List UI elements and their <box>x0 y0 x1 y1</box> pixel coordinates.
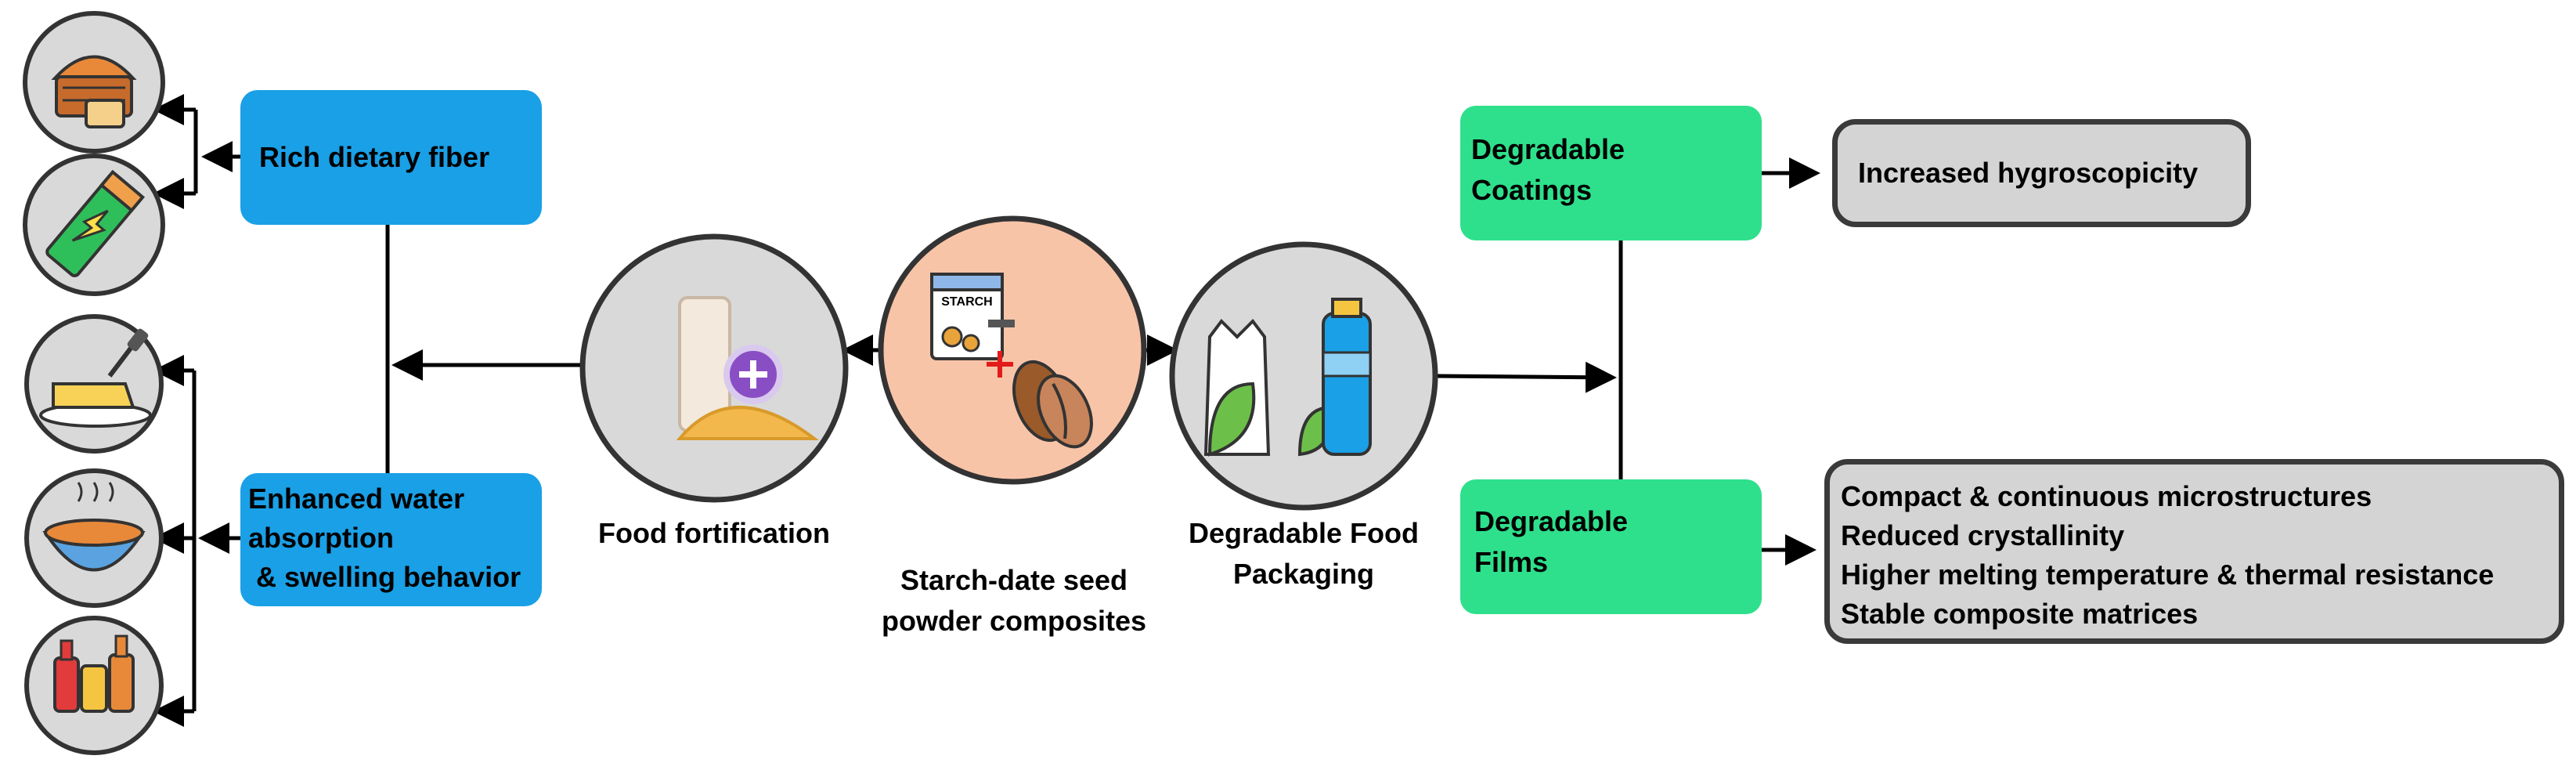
degradable-films-box: Degradable Films <box>1460 479 1762 614</box>
center-label: Starch-date seed powder composites <box>846 560 1182 642</box>
films-outcomes-box: Compact & continuous microstructures Red… <box>1824 459 2564 644</box>
arrow-packaging-to-right <box>1434 361 1617 393</box>
center-label-line2: powder composites <box>881 605 1147 637</box>
food-fortification-label: Food fortification <box>598 517 830 549</box>
packaging-label-line2: Packaging <box>1232 558 1375 590</box>
degradable-coatings-box: Degradable Coatings <box>1460 106 1762 240</box>
water-absorption-line1: Enhanced water <box>248 483 465 515</box>
packaging-circle <box>1169 241 1438 511</box>
hygroscopicity-box: Increased hygroscopicity <box>1832 119 2251 227</box>
food-fortification-circle <box>579 233 849 503</box>
coatings-line2: Coatings <box>1471 174 1593 206</box>
soup-bowl-icon <box>24 468 164 608</box>
films-line2: Films <box>1474 546 1549 578</box>
packaging-label: Degradable Food Packaging <box>1159 513 1449 595</box>
packaging-label-line1: Degradable Food <box>1188 517 1420 549</box>
starch-tag: STARCH <box>941 295 992 309</box>
plus-sign-icon <box>987 351 1013 378</box>
rich-dietary-fiber-label: Rich dietary fiber <box>259 141 490 173</box>
water-absorption-line3: & swelling behavior <box>248 561 521 593</box>
center-label-line1: Starch-date seed <box>900 564 1128 596</box>
bag-leaf-bottle-icon <box>1203 298 1372 457</box>
starch-date-circle <box>878 215 1147 485</box>
starch-package-icon <box>930 273 1015 360</box>
butter-icon <box>24 314 164 454</box>
rich-dietary-fiber-box: Rich dietary fiber <box>240 90 542 225</box>
water-absorption-line2: absorption <box>248 522 394 554</box>
hygroscopicity-label: Increased hygroscopicity <box>1858 157 2199 189</box>
connectors <box>153 94 1820 727</box>
water-absorption-box: Enhanced water absorption & swelling beh… <box>240 473 542 606</box>
films-outcome-item: Stable composite matrices <box>1841 598 2199 630</box>
films-outcome-item: Compact & continuous microstructures <box>1841 480 2372 512</box>
energy-bar-icon <box>23 154 165 296</box>
flask-powder-icon <box>676 296 819 440</box>
films-outcome-item: Higher melting temperature & thermal res… <box>1841 559 2495 591</box>
date-seed-icon <box>1012 360 1093 449</box>
sauce-bottles-icon <box>24 616 164 755</box>
coatings-line1: Degradable <box>1471 133 1625 165</box>
bread-basket-icon <box>23 11 165 154</box>
films-outcome-item: Reduced crystallinity <box>1841 519 2125 551</box>
films-line1: Degradable <box>1474 505 1629 537</box>
